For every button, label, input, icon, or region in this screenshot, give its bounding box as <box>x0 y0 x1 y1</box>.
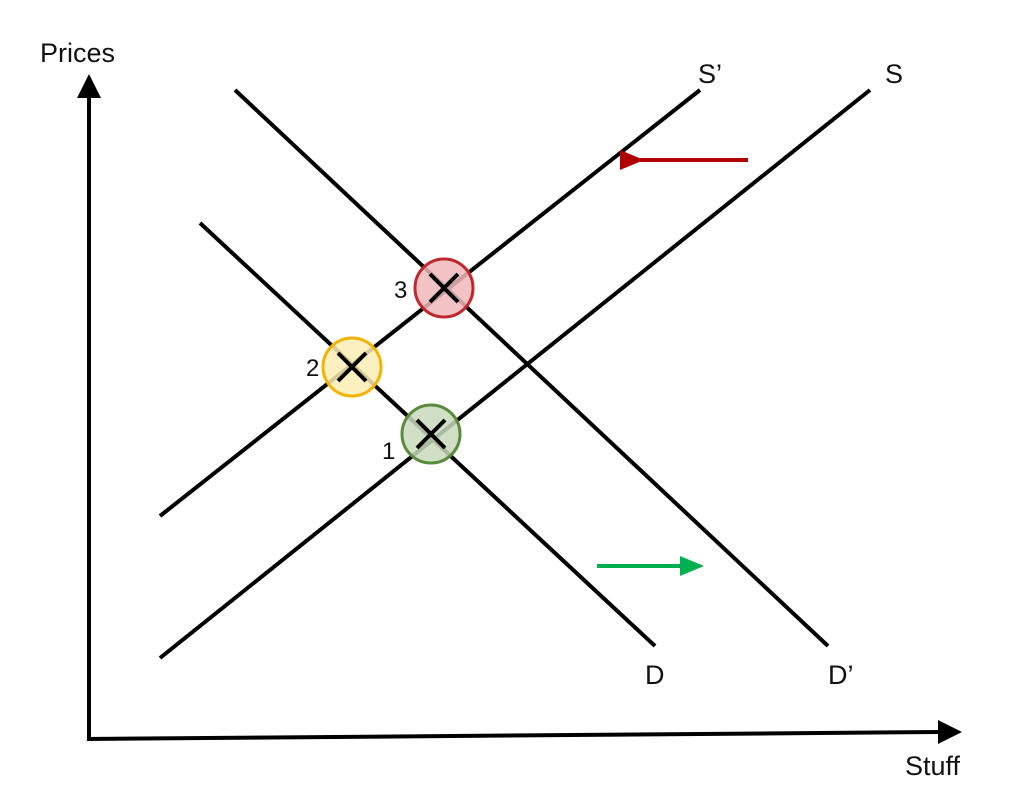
equilibrium-label-3: 3 <box>394 277 407 304</box>
equilibrium-point-1: 1 <box>382 403 462 465</box>
equilibrium-point-2: 2 <box>306 336 383 398</box>
equilibrium-cross-3b <box>428 272 460 304</box>
equilibrium-label-2: 2 <box>306 355 319 382</box>
supply-shifted-label: S’ <box>698 59 722 89</box>
y-axis-arrowhead <box>77 74 101 98</box>
x-axis-arrowhead <box>938 720 962 744</box>
equilibrium-cross-2b <box>336 351 368 383</box>
supply-label: S <box>885 59 903 89</box>
supply-curve <box>158 88 872 660</box>
x-axis <box>86 720 962 744</box>
equilibrium-cross-1b <box>415 418 447 450</box>
equilibrium-point-3: 3 <box>394 257 475 319</box>
demand-label: D <box>645 660 665 690</box>
x-axis-label: Stuff <box>905 751 961 781</box>
y-axis-label: Prices <box>40 38 115 68</box>
demand-shifted-curve <box>233 88 830 648</box>
y-axis <box>77 74 101 740</box>
demand-shifted-label: D’ <box>828 660 854 690</box>
equilibrium-label-1: 1 <box>382 438 395 465</box>
